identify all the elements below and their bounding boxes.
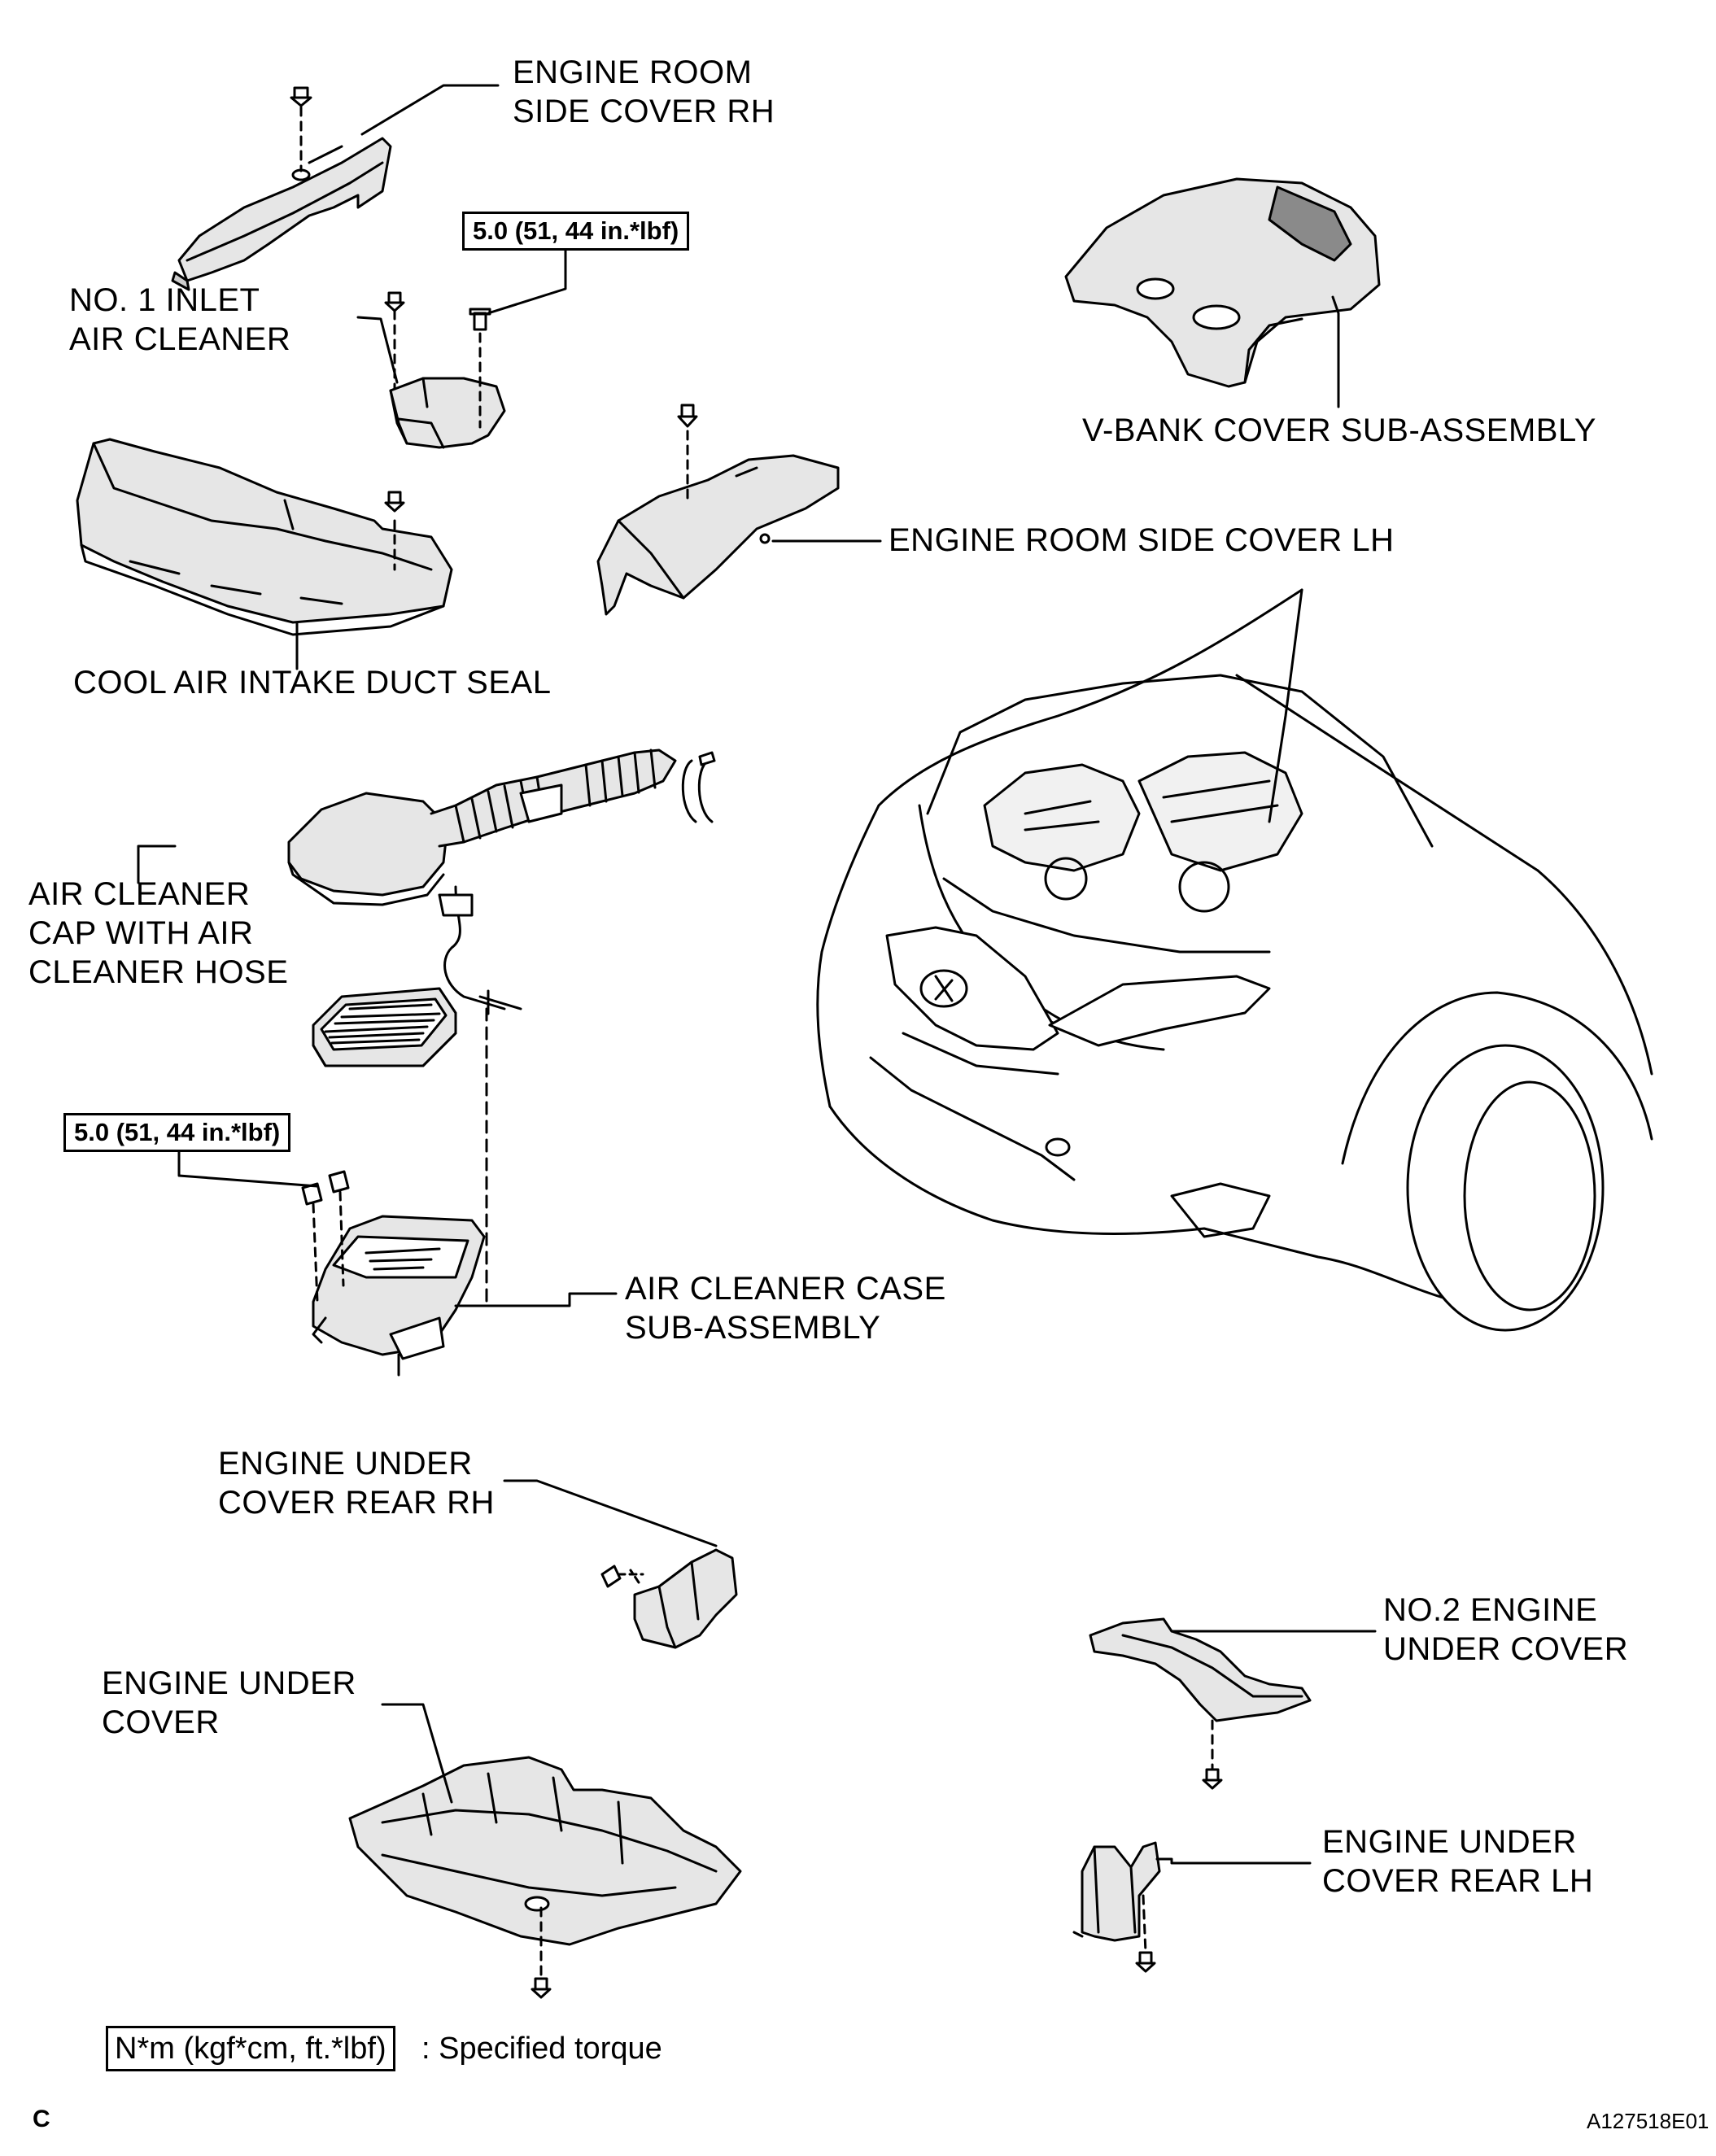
legend-description: : Specified torque (421, 2032, 662, 2066)
leader-air-cleaner-cap (137, 845, 177, 884)
cool-air-intake-duct-seal-part (76, 438, 453, 636)
label-line: V-BANK COVER SUB-ASSEMBLY (1082, 412, 1596, 448)
leader-air-cleaner-case (454, 1292, 618, 1307)
label-line: AIR CLEANER CASE (625, 1271, 946, 1307)
label-line: AIR CLEANER (69, 321, 291, 357)
label-line: COOL AIR INTAKE DUCT SEAL (73, 665, 552, 700)
legend-unit-box: N*m (kgf*cm, ft.*lbf) (106, 2026, 395, 2071)
label-v-bank-cover: V-BANK COVER SUB-ASSEMBLY (1082, 411, 1596, 450)
leader-case-torque (177, 1141, 319, 1188)
label-air-cleaner-cap: AIR CLEANER CAP WITH AIR CLEANER HOSE (28, 875, 288, 992)
label-line: NO. 1 INLET (69, 282, 260, 318)
air-cleaner-case-part (301, 1170, 486, 1377)
torque-spec-case: 5.0 (51, 44 in.*lbf) (63, 1113, 291, 1152)
air-cleaner-cap-part (287, 748, 716, 1303)
label-no2-engine-under-cover: NO.2 ENGINE UNDER COVER (1383, 1591, 1628, 1669)
leader-engine-under-cover (381, 1703, 453, 1804)
engine-room-side-cover-rh-part (171, 86, 392, 291)
engine-under-cover-part (348, 1756, 742, 1999)
label-line: AIR CLEANER (28, 876, 251, 912)
air-filter-element-part (312, 987, 457, 1067)
label-engine-under-cover-rear-lh: ENGINE UNDER COVER REAR LH (1322, 1822, 1593, 1901)
leader-no1-inlet (356, 316, 399, 384)
leader-under-cover-rear-rh (503, 1479, 718, 1547)
leader-under-cover-rear-lh (1155, 1857, 1312, 1865)
torque-spec-inlet: 5.0 (51, 44 in.*lbf) (462, 212, 690, 251)
label-line: UNDER COVER (1383, 1631, 1629, 1667)
vehicle-front-illustration (816, 588, 1653, 1332)
label-engine-room-side-cover-rh: ENGINE ROOM SIDE COVER RH (513, 53, 775, 131)
label-line: COVER (102, 1704, 220, 1740)
engine-under-cover-rear-lh-part (1072, 1841, 1161, 1973)
label-line: CAP WITH AIR (28, 915, 254, 951)
engine-under-cover-rear-rh-part (600, 1548, 738, 1649)
figure-id: A127518E01 (1587, 2109, 1709, 2133)
no2-engine-under-cover-part (1089, 1617, 1312, 1790)
label-line: CLEANER HOSE (28, 954, 289, 990)
label-line: ENGINE ROOM SIDE COVER LH (889, 522, 1395, 558)
no1-inlet-air-cleaner-part (384, 291, 506, 449)
label-no1-inlet-air-cleaner: NO. 1 INLET AIR CLEANER (69, 281, 290, 359)
label-line: ENGINE UNDER (218, 1446, 473, 1482)
label-line: ENGINE ROOM (513, 55, 753, 90)
label-line: ENGINE UNDER (1322, 1824, 1577, 1860)
label-line: COVER REAR LH (1322, 1863, 1594, 1899)
label-line: ENGINE UNDER (102, 1665, 356, 1701)
label-cool-air-intake-duct-seal: COOL AIR INTAKE DUCT SEAL (73, 663, 551, 702)
leader-inlet-torque (487, 242, 567, 315)
label-line: SUB-ASSEMBLY (625, 1310, 881, 1346)
label-line: COVER REAR RH (218, 1485, 495, 1521)
leader-engine-room-side-cover-rh (360, 84, 500, 136)
engine-room-side-cover-lh-part (596, 404, 840, 616)
label-line: SIDE COVER RH (513, 94, 775, 129)
label-engine-under-cover-rear-rh: ENGINE UNDER COVER REAR RH (218, 1444, 495, 1522)
v-bank-cover-part (1064, 177, 1381, 388)
label-line: NO.2 ENGINE (1383, 1592, 1598, 1628)
label-engine-under-cover: ENGINE UNDER COVER (102, 1664, 356, 1742)
label-engine-room-side-cover-lh: ENGINE ROOM SIDE COVER LH (889, 521, 1394, 560)
label-air-cleaner-case: AIR CLEANER CASE SUB-ASSEMBLY (625, 1269, 946, 1347)
leader-v-bank (1331, 295, 1340, 408)
corner-code: C (33, 2106, 50, 2132)
